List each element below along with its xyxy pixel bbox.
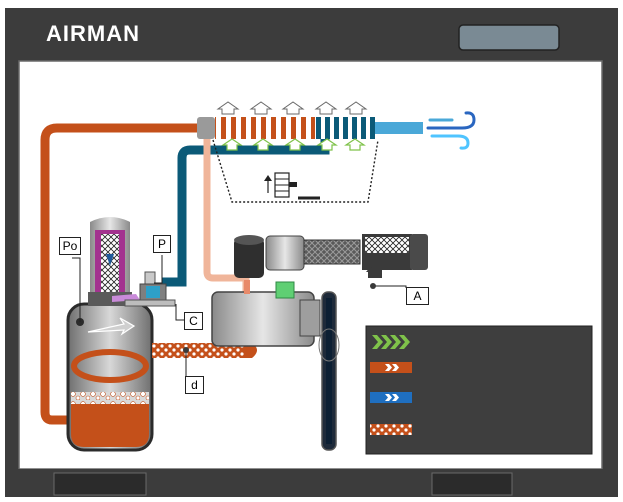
- warm-return-line: [203, 138, 250, 296]
- hot-oil-line: [40, 123, 210, 425]
- cool-air-in-arrows: [221, 138, 366, 151]
- intake-hose: [303, 239, 361, 265]
- legend-hot-oil-icon: [370, 362, 412, 373]
- intake-valve: [234, 235, 305, 278]
- base-foot-right: [431, 472, 513, 496]
- legend-air-icon: [372, 335, 410, 349]
- label-c: C: [184, 312, 203, 330]
- mixture-line-point: [183, 347, 189, 353]
- pressure-valve: [124, 271, 176, 307]
- legend-cooled-oil-icon: [370, 392, 412, 403]
- left-frame-rail: [5, 8, 19, 469]
- hot-air-up-arrows: [216, 101, 368, 115]
- legend-mixture-icon: [370, 424, 412, 435]
- legend: [365, 325, 593, 455]
- air-discharge-wind-icon: [426, 111, 476, 150]
- display-panel: [458, 24, 560, 51]
- oil-cooler-cool-section: [315, 117, 375, 139]
- cooler-header: [197, 117, 215, 139]
- air-filter: [362, 234, 428, 278]
- cooling-air-outlet-duct: [375, 122, 423, 134]
- label-a: A: [406, 287, 429, 305]
- label-po: Po: [59, 237, 81, 255]
- air-end-compressor: [211, 280, 321, 347]
- label-p: P: [153, 235, 171, 253]
- oil-cooler-hot-section: [215, 117, 315, 139]
- fan-shroud: [212, 139, 379, 203]
- cooling-fan-icon: [264, 172, 320, 200]
- filter-point: [370, 283, 376, 289]
- brand-logo: AIRMAN: [46, 21, 140, 46]
- base-foot-left: [53, 472, 147, 496]
- drive-belt: [318, 291, 340, 451]
- separator-tank: [66, 302, 154, 452]
- label-d: d: [185, 376, 204, 394]
- right-frame-rail: [602, 8, 618, 469]
- separator-element: [88, 217, 140, 306]
- cooled-oil-line: [162, 138, 330, 287]
